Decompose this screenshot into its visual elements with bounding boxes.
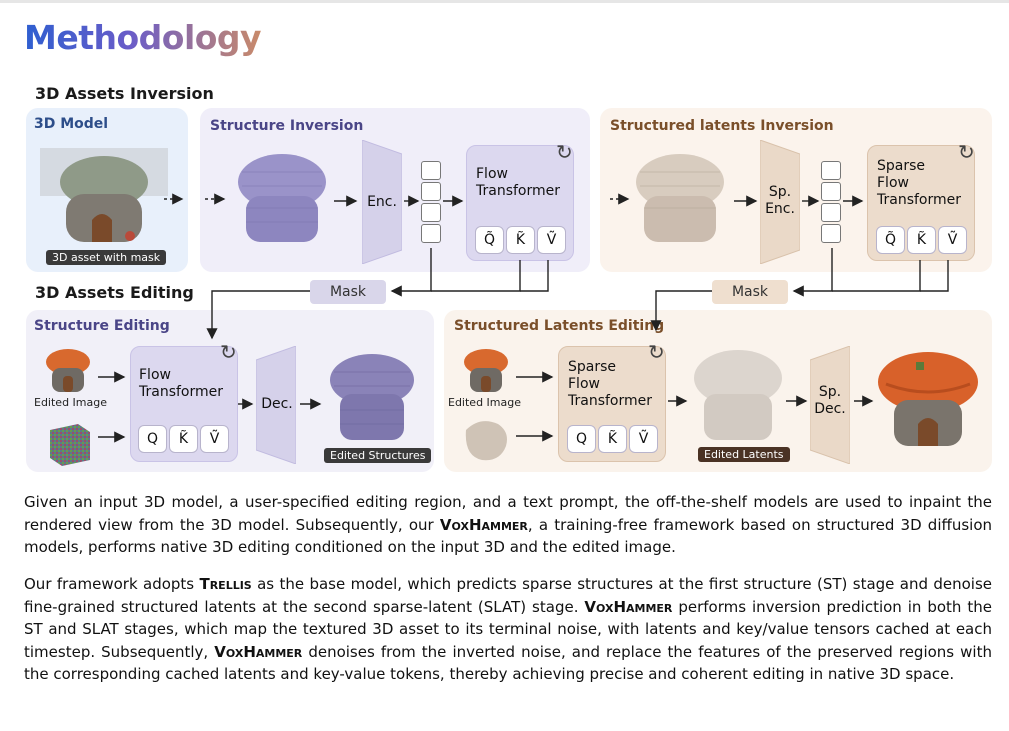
sp-enc-block [760, 140, 800, 264]
structure-inversion-title: Structure Inversion [210, 118, 364, 134]
description-paragraph-1: Given an input 3D model, a user-specifie… [24, 491, 992, 559]
transformer-word: Transformer [877, 192, 962, 208]
k-tilde-token: K̃ [506, 226, 535, 254]
sp-enc-line2: Enc. [765, 201, 795, 217]
token [821, 224, 841, 243]
v-tilde-token: Ṽ [938, 226, 967, 254]
q-tilde-token: Q̃ [876, 226, 905, 254]
mask-box-structure: Mask [310, 280, 386, 304]
transformer-word: Transformer [568, 393, 653, 409]
sp-enc-line1: Sp. [768, 184, 792, 200]
voxel-structure-purple [238, 154, 326, 242]
sp-enc-label: Sp. Enc. [760, 184, 800, 218]
refresh-icon: ↻ [220, 340, 237, 364]
voxhammer-name: VoxHammer [439, 515, 528, 534]
k-tilde-token: K̃ [169, 425, 198, 453]
sp-dec-line1: Sp. [818, 384, 842, 400]
k-tilde-token: K̃ [907, 226, 936, 254]
door [92, 214, 112, 242]
flow-transformer-editing: Flow Transformer Q K̃ Ṽ [130, 346, 238, 462]
flow-word: Flow [139, 367, 171, 383]
edited-structure-voxel [330, 354, 414, 440]
refresh-icon: ↻ [648, 340, 665, 364]
edited-latents-caption: Edited Latents [698, 447, 790, 462]
flower [125, 231, 135, 241]
sparse-word: Sparse [877, 158, 926, 174]
transformer-word: Transformer [476, 183, 561, 199]
para2-text-d: denoises from the inverted noise, and re… [24, 642, 992, 684]
trellis-name: Trellis [199, 575, 252, 593]
token [421, 224, 441, 243]
token-stack-structure [421, 161, 441, 245]
sparse-flow-transformer-editing: Sparse Flow Transformer Q K̃ Ṽ [558, 346, 666, 462]
token [421, 161, 441, 180]
voxhammer-name: VoxHammer [584, 597, 673, 616]
sp-dec-label: Sp. Dec. [810, 384, 850, 418]
sparse-transformer-label: Sparse Flow Transformer [877, 158, 961, 209]
refresh-icon: ↻ [958, 140, 975, 164]
final-pumpkin-house [878, 352, 978, 446]
editing-section-label: 3D Assets Editing [35, 283, 194, 302]
sp-dec-line2: Dec. [814, 401, 846, 417]
latents-editing-title: Structured Latents Editing [454, 318, 665, 334]
enc-label: Enc. [367, 194, 397, 210]
refresh-icon: ↻ [556, 140, 573, 164]
flow-transformer-label: Flow Transformer [476, 166, 560, 200]
noise-cube [50, 424, 90, 466]
v-tilde-token: Ṽ [629, 425, 658, 453]
structure-editing-title: Structure Editing [34, 318, 170, 334]
latent-noise-blob [465, 421, 507, 461]
flow-word: Flow [877, 175, 909, 191]
enc-block [362, 140, 402, 264]
dec-label: Dec. [261, 396, 293, 412]
edited-structures-caption: Edited Structures [324, 448, 432, 463]
flow-transformer-inversion: Flow Transformer Q̃ K̃ Ṽ [466, 145, 574, 261]
token [421, 182, 441, 201]
page-title: Methodology [24, 18, 262, 57]
voxhammer-name: VoxHammer [214, 642, 303, 661]
edited-latents-voxel [694, 350, 782, 440]
sparse-flow-transformer-inversion: Sparse Flow Transformer Q̃ K̃ Ṽ [867, 145, 975, 261]
mask-box-latents: Mask [712, 280, 788, 304]
token [821, 203, 841, 222]
sp-dec-block [810, 346, 850, 464]
top-divider [0, 0, 1009, 3]
para1-text-b: , a training-free framework based on str… [24, 515, 993, 557]
q-token: Q [138, 425, 167, 453]
latents-inversion-title: Structured latents Inversion [610, 118, 834, 134]
dec-block [256, 346, 296, 464]
para2-text-a: Our framework adopts [24, 575, 200, 593]
description-paragraph-2: Our framework adopts Trellis as the base… [24, 573, 992, 686]
token [421, 203, 441, 222]
edited-image-thumb-1 [46, 349, 90, 392]
inversion-section-label: 3D Assets Inversion [35, 84, 214, 103]
edited-image-thumb-2 [464, 349, 508, 392]
v-tilde-token: Ṽ [200, 425, 229, 453]
para2-text-c: performs inversion prediction in both th… [24, 597, 992, 661]
flow-word: Flow [568, 376, 600, 392]
flow-word: Flow [476, 166, 508, 182]
edited-image-label-2: Edited Image [448, 396, 521, 409]
voxel-latents-inversion [636, 154, 724, 242]
asset-mask-caption: 3D asset with mask [46, 250, 167, 265]
q-token: Q [567, 425, 596, 453]
edited-image-label-1: Edited Image [34, 396, 107, 409]
model-house-illustration [40, 148, 168, 242]
sparse-word: Sparse [568, 359, 617, 375]
model-panel-title: 3D Model [34, 116, 109, 132]
v-tilde-token: Ṽ [537, 226, 566, 254]
transformer-word: Transformer [139, 384, 224, 400]
token-stack-latents [821, 161, 841, 245]
token [821, 161, 841, 180]
para1-text-a: Given an input 3D model, a user-specifie… [24, 493, 992, 534]
sparse-transformer-label: Sparse Flow Transformer [568, 359, 652, 410]
flow-transformer-label: Flow Transformer [139, 367, 223, 401]
k-tilde-token: K̃ [598, 425, 627, 453]
para2-text-b: as the base model, which predicts sparse… [24, 575, 993, 616]
q-tilde-token: Q̃ [475, 226, 504, 254]
token [821, 182, 841, 201]
